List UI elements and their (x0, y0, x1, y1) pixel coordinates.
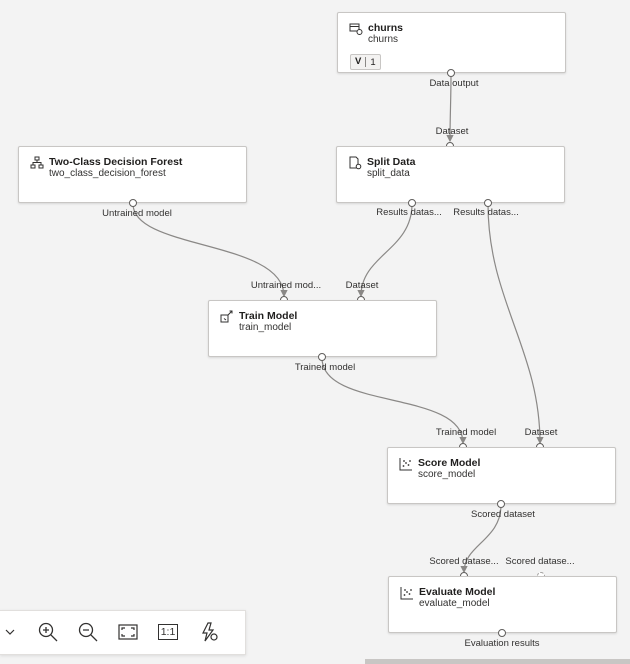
version-label: V (351, 57, 367, 67)
node-subtitle: evaluate_model (419, 598, 490, 609)
port-train-trained-model[interactable] (318, 353, 326, 361)
port-label: Results datas... (453, 207, 519, 218)
decision-tree-icon (30, 156, 44, 169)
node-evaluate-model[interactable]: Evaluate Model evaluate_model (388, 576, 617, 633)
node-title: Score Model (418, 457, 481, 469)
edge-train-to-score[interactable] (321, 357, 467, 445)
version-number: 1 (370, 56, 376, 68)
node-subtitle: score_model (418, 469, 476, 480)
node-title: churns (368, 22, 404, 34)
auto-layout-icon[interactable] (196, 619, 222, 645)
node-score-model[interactable]: Score Model score_model (387, 447, 616, 504)
node-title: Train Model (239, 310, 298, 322)
port-evaluate-evaluation-results[interactable] (498, 629, 506, 637)
canvas-toolbar: 1:1 (0, 610, 246, 655)
version-badge: V 1 (350, 54, 381, 70)
node-train-model[interactable]: Train Model train_model (208, 300, 437, 357)
scatter-plot-icon (400, 587, 413, 600)
chevron-down-icon[interactable] (0, 619, 20, 645)
port-forest-untrained-model[interactable] (129, 199, 137, 207)
node-subtitle: two_class_decision_forest (49, 168, 166, 179)
dataset-icon (349, 23, 363, 35)
node-two-class-decision-forest[interactable]: Two-Class Decision Forest two_class_deci… (18, 146, 247, 203)
port-label: Scored datase... (505, 556, 575, 567)
edge-score-to-evaluate[interactable] (460, 504, 502, 574)
node-split-data[interactable]: Split Data split_data (336, 146, 565, 203)
zoom-out-icon[interactable] (75, 619, 101, 645)
train-model-icon (220, 310, 233, 323)
actual-size-label: 1:1 (157, 624, 179, 640)
edge-split-to-score[interactable] (487, 203, 544, 445)
port-label: Dataset (524, 427, 558, 438)
node-subtitle: churns (368, 34, 399, 45)
port-label: Trained model (294, 362, 356, 373)
node-churns[interactable]: churns churns V 1 (337, 12, 566, 73)
port-label: Untrained model (102, 208, 172, 219)
edge-forest-to-train[interactable] (132, 203, 288, 298)
port-label: Dataset (345, 280, 379, 291)
port-split-results-dataset-2[interactable] (484, 199, 492, 207)
port-churns-data-output[interactable] (447, 69, 455, 77)
node-title: Two-Class Decision Forest (49, 156, 183, 168)
port-label: Data output (429, 78, 479, 89)
node-subtitle: split_data (367, 168, 410, 179)
actual-size-icon[interactable]: 1:1 (155, 619, 181, 645)
node-title: Evaluate Model (419, 586, 496, 598)
port-score-scored-dataset[interactable] (497, 500, 505, 508)
port-label: Evaluation results (464, 638, 540, 649)
split-data-icon (349, 156, 362, 170)
node-title: Split Data (367, 156, 416, 168)
port-label: Dataset (435, 126, 469, 137)
port-split-results-dataset-1[interactable] (408, 199, 416, 207)
port-label: Trained model (435, 427, 497, 438)
zoom-in-icon[interactable] (35, 619, 61, 645)
edge-split-to-train[interactable] (357, 203, 413, 298)
horizontal-scrollbar[interactable] (365, 659, 630, 664)
port-label: Scored dataset (471, 509, 535, 520)
edge-churns-to-split[interactable] (446, 73, 454, 143)
fit-to-screen-icon[interactable] (115, 619, 141, 645)
port-label: Results datas... (376, 207, 442, 218)
port-label: Untrained mod... (250, 280, 322, 291)
port-label: Scored datase... (429, 556, 499, 567)
node-subtitle: train_model (239, 322, 292, 333)
scatter-plot-icon (399, 458, 412, 471)
